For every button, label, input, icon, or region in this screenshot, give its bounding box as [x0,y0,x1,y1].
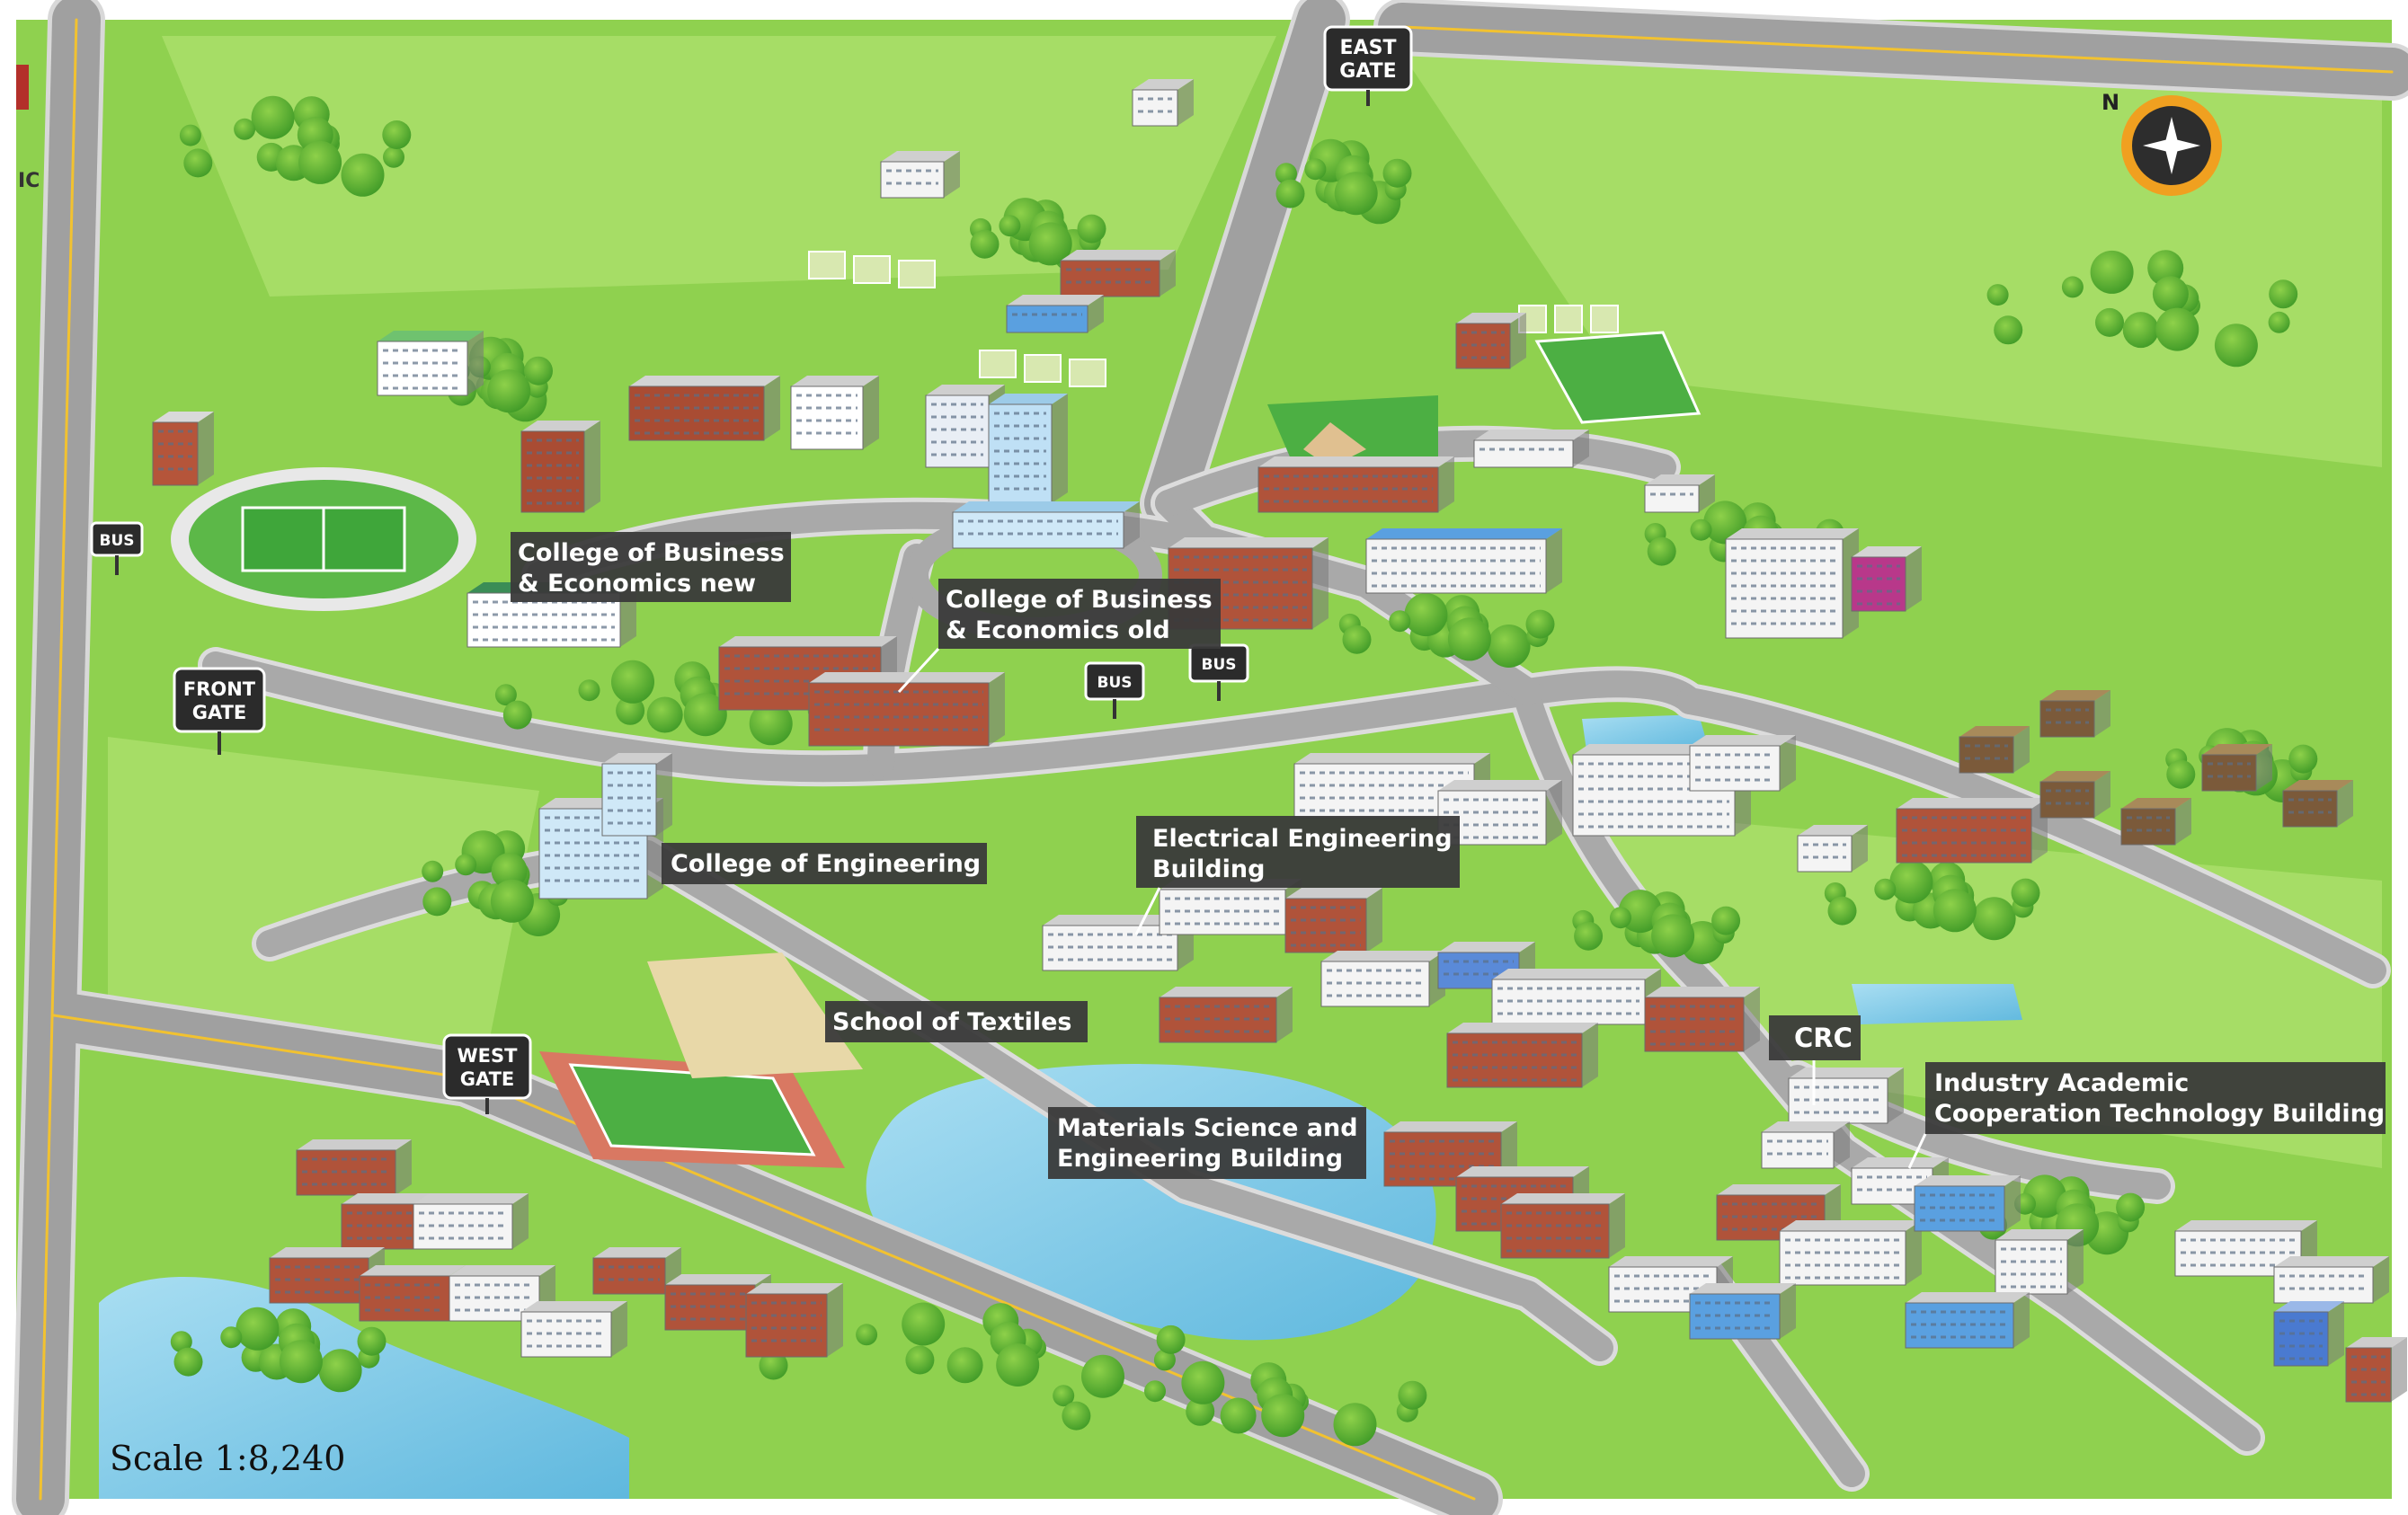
stadium-north [171,467,476,611]
label-mse-line1: Materials Science and [1057,1114,1358,1142]
map-scale: Scale 1:8,240 [110,1439,345,1478]
label-cbe-old[interactable]: College of Business & Economics old [897,579,1221,694]
field-northeast [1534,331,1702,424]
logo: IC [16,65,40,192]
label-ee-line2: Building [1152,855,1265,883]
bus-stop-west-label: BUS [99,532,134,550]
label-cbe-old-line2: & Economics old [946,616,1170,644]
label-cbe-new[interactable]: College of Business & Economics new [511,532,791,602]
logo-text: IC [18,170,40,192]
compass-north-label: N [2101,90,2119,115]
east-gate-line1: EAST [1340,37,1397,59]
label-crc[interactable]: CRC [1769,1015,1861,1105]
sports-fields [171,251,1702,1168]
field-sand [647,952,863,1078]
bus-stop-east-label: BUS [1201,656,1236,674]
label-engineering[interactable]: College of Engineering [662,843,987,884]
label-cbe-old-line1: College of Business [946,586,1213,614]
tennis-courts [808,251,1619,387]
label-materials-science[interactable]: Materials Science and Engineering Buildi… [1048,1107,1366,1179]
pond-fountain [1582,714,1708,750]
front-gate-line1: FRONT [183,678,256,700]
label-mse-line2: Engineering Building [1057,1145,1343,1173]
east-gate-line2: GATE [1339,60,1396,83]
bus-stop-center-label: BUS [1097,674,1132,692]
label-industry-academic[interactable]: Industry Academic Cooperation Technology… [1907,1062,2386,1169]
front-gate-sign[interactable]: FRONT GATE [173,667,266,755]
campus-buildings [152,79,2407,1403]
label-engineering-line1: College of Engineering [671,850,981,878]
label-crc-line1: CRC [1794,1023,1853,1053]
compass-icon[interactable]: N [2101,90,2222,196]
label-iact-line1: Industry Academic [1934,1069,2189,1097]
west-gate-sign[interactable]: WEST GATE [442,1033,532,1114]
label-cbe-new-line2: & Economics new [518,570,756,598]
bus-stop-center[interactable]: BUS [1084,661,1145,719]
pond-east [1852,984,2022,1024]
label-iact-line2: Cooperation Technology Building [1934,1100,2385,1128]
label-school-of-textiles[interactable]: School of Textiles [825,1001,1088,1042]
label-ee-line1: Electrical Engineering [1152,825,1453,853]
bus-stop-west[interactable]: BUS [90,521,144,575]
label-electrical-engineering[interactable]: Electrical Engineering Building [1134,816,1460,935]
label-textiles-line1: School of Textiles [832,1008,1071,1036]
field-baseball [1267,395,1438,467]
east-gate-sign[interactable]: EAST GATE [1323,25,1413,106]
stadium-west [539,1051,845,1168]
west-gate-line2: GATE [460,1068,515,1090]
front-gate-line2: GATE [192,702,247,723]
label-cbe-new-line1: College of Business [518,539,785,567]
west-gate-line1: WEST [458,1045,519,1067]
bus-stop-east[interactable]: BUS [1188,643,1249,701]
